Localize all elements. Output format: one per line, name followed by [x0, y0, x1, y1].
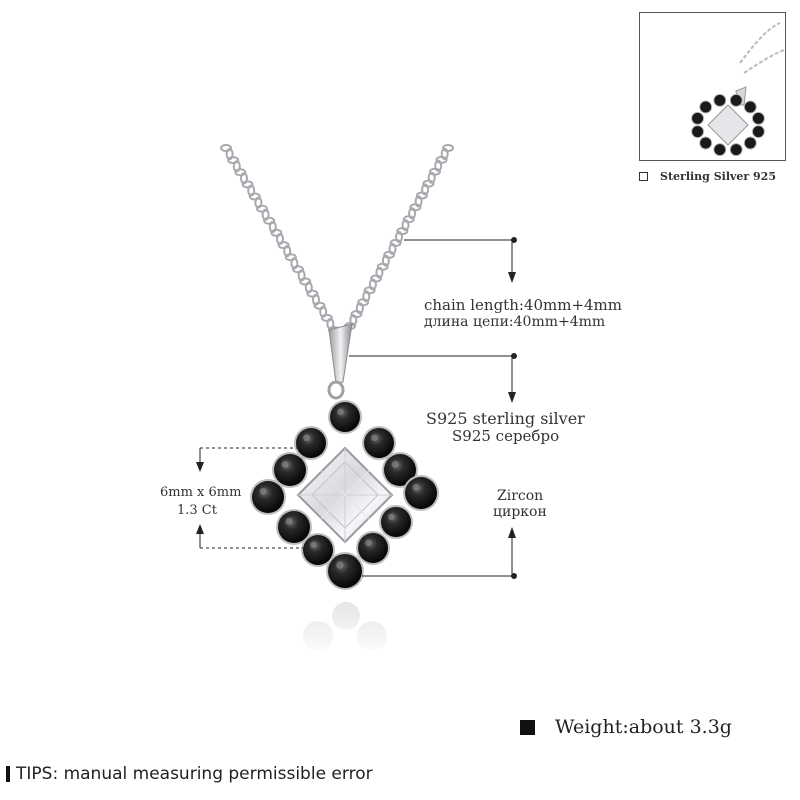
chain-link [414, 195, 423, 208]
black-stone [276, 509, 312, 545]
black-stone [362, 426, 396, 460]
chain-right [344, 144, 454, 330]
chain-link [427, 171, 436, 184]
thumbnail-image[interactable] [639, 12, 786, 161]
black-stone [379, 505, 413, 539]
chain-link [220, 144, 232, 152]
black-stone [403, 475, 439, 511]
black-stone [272, 452, 308, 488]
chain-link [247, 184, 256, 197]
weight-info: Weight:about 3.3g [520, 716, 732, 738]
size-label: 6mm x 6mm [160, 485, 242, 500]
chain-link [290, 257, 299, 270]
option-checkbox[interactable] [639, 172, 648, 181]
chain-link [277, 241, 290, 250]
thumbnail-caption: Sterling Silver 925 [660, 170, 776, 183]
chain-link [227, 156, 240, 165]
chain-link [306, 289, 319, 298]
stone-label-ru: циркон [493, 504, 547, 520]
weight-text: Weight:about 3.3g [555, 716, 732, 738]
silver-indicator [349, 353, 517, 403]
chain-link [284, 253, 297, 262]
material-label-ru: S925 серебро [452, 427, 560, 445]
bar-bullet-icon [6, 766, 10, 782]
chain-link [312, 293, 320, 306]
chain-link [320, 313, 333, 322]
chain-link [241, 180, 254, 189]
square-bullet-icon [520, 719, 535, 735]
chain-link [349, 314, 358, 327]
chain-link [355, 302, 364, 315]
chain-link [248, 192, 261, 201]
black-stone [382, 452, 418, 488]
stone-label-en: Zircon [497, 488, 544, 504]
black-stone [250, 479, 286, 515]
pendant-bail [327, 323, 353, 400]
chain-link [313, 301, 326, 310]
zircon-center-stone [296, 446, 394, 544]
chain-left [220, 144, 340, 334]
chain-link [395, 231, 403, 243]
tips-info: TIPS: manual measuring permissible error [6, 764, 373, 784]
chain-link [225, 148, 234, 161]
chain-link [421, 183, 430, 196]
chain-link [263, 216, 276, 225]
zircon-indicator [362, 527, 517, 579]
chain-link [292, 265, 304, 274]
black-stone [328, 400, 362, 434]
chain-link [408, 207, 417, 220]
chain-link [362, 290, 371, 303]
chain-link [440, 147, 449, 160]
pendant-reflection [280, 600, 410, 660]
thumbnail-option[interactable]: Sterling Silver 925 [639, 170, 776, 183]
chain-link [368, 278, 377, 291]
tips-text: TIPS: manual measuring permissible error [16, 764, 373, 784]
size-indicator [196, 447, 306, 549]
chain-link [234, 168, 247, 177]
chain-link [256, 204, 268, 213]
chain-link [375, 266, 384, 279]
chain-length-indicator [404, 237, 517, 283]
black-stone [294, 426, 328, 460]
chain-link [270, 228, 283, 237]
chain-link [381, 254, 390, 267]
black-stone [301, 533, 335, 567]
chain-length-label-ru: длина цепи:40mm+4mm [424, 314, 606, 330]
chain-link [299, 277, 312, 286]
chain-link [401, 219, 410, 232]
material-label-en: S925 sterling silver [426, 409, 585, 428]
black-stone [356, 531, 390, 565]
chain-link [268, 220, 277, 233]
carat-label: 1.3 Ct [177, 503, 217, 518]
black-stone [326, 552, 364, 590]
thumbnail-pendant-illustration [691, 22, 785, 157]
chain-link [388, 242, 397, 255]
black-stone-halo [250, 400, 439, 590]
chain-length-label-en: chain length:40mm+4mm [424, 296, 623, 314]
pendant [250, 400, 439, 590]
chain-link [434, 159, 443, 172]
